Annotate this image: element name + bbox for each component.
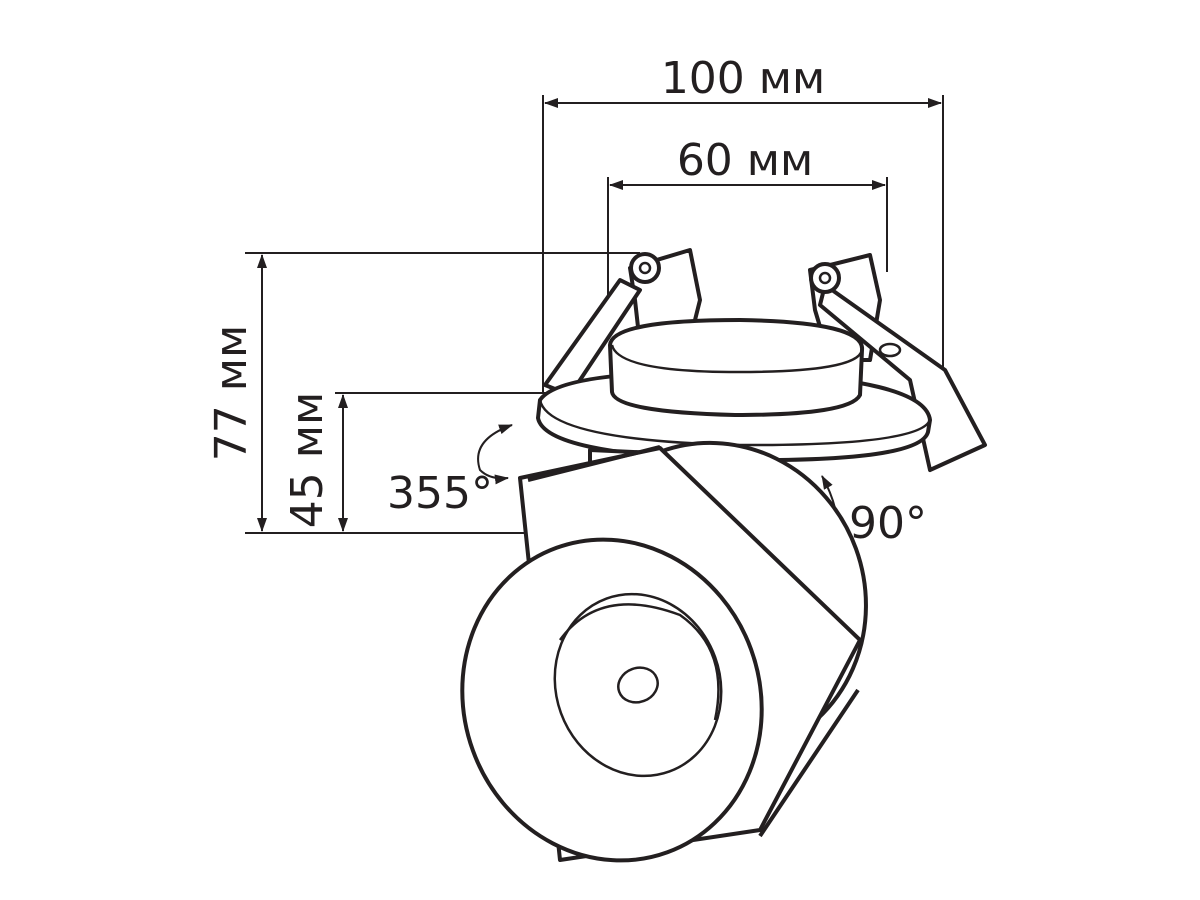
head-height-label: 45 мм	[282, 392, 333, 528]
mounting-ring	[608, 318, 864, 417]
horizontal-rotation-arrow	[477, 424, 513, 485]
outer-diameter-label: 100 мм	[661, 53, 825, 104]
vertical-rotation-label: 90°	[849, 498, 927, 549]
extension-lines	[245, 95, 944, 534]
luminaire	[460, 248, 987, 863]
cutout-diameter-label: 60 мм	[677, 135, 813, 186]
total-height-label: 77 мм	[206, 325, 257, 461]
horizontal-rotation-label: 355°	[387, 468, 493, 519]
spotlight-head	[460, 440, 868, 863]
